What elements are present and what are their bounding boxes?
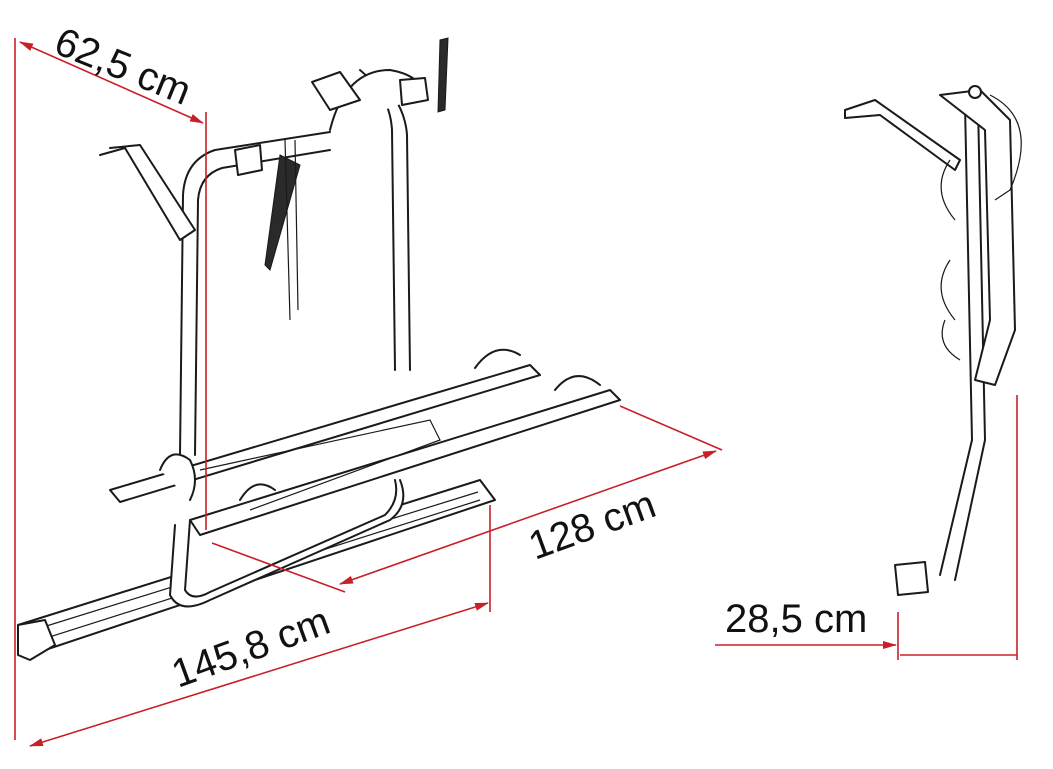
rack-side-view [844,85,1022,596]
dimension-arrow-depth [19,41,204,124]
dimension-arrow-rail [339,450,717,585]
extension-line-rail-right [619,405,723,451]
extension-line-rail-left [211,542,346,593]
label-depth: 62,5 cm [49,20,197,114]
rack-front-view [17,37,621,661]
label-total-width: 145,8 cm [166,599,336,697]
dimension-lines [14,38,1018,747]
label-folded-depth: 28,5 cm [725,597,867,641]
dimension-arrow-width [29,602,489,747]
